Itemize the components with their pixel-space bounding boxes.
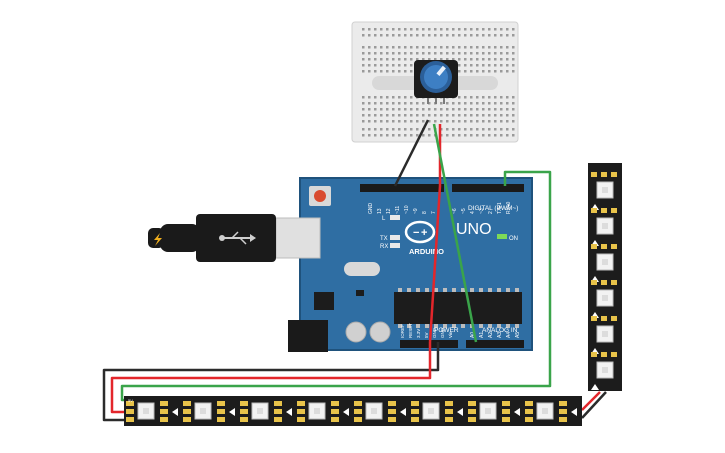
power-pin-label: RESET <box>408 323 413 338</box>
analog-header <box>466 340 524 348</box>
wires <box>102 119 607 422</box>
analog-header-label: ANALOG IN <box>482 327 518 334</box>
power-pin-label: GND <box>432 327 437 338</box>
digital-pin-label: TX▸1 <box>497 202 503 214</box>
wire-strip-link-red[interactable] <box>581 391 601 411</box>
arduino-model: UNO <box>456 221 492 238</box>
microcontroller-chip <box>394 292 522 324</box>
capacitor-1 <box>345 321 367 343</box>
reset-button[interactable] <box>314 190 326 202</box>
digital-header-label: DIGITAL (PWM~) <box>468 205 518 212</box>
digital-pin-label: 4 <box>470 211 476 214</box>
led-strip-horizontal[interactable]: 5V <box>124 396 582 426</box>
led-rx <box>390 243 400 248</box>
digital-header-right <box>452 184 524 192</box>
svg-text:−: − <box>413 227 419 239</box>
lightning-icon <box>154 233 162 246</box>
digital-pin-label: ~3 <box>479 208 485 214</box>
analog-pin-label: A1 <box>479 332 485 338</box>
analog-pin-label: A5 <box>515 332 521 338</box>
led-tx-label: TX <box>380 236 388 242</box>
power-pin-label: 5V <box>424 332 429 338</box>
wire-black-gnd[interactable] <box>102 342 440 422</box>
analog-pin-label: A3 <box>497 332 503 338</box>
power-pin-label: Vin <box>448 331 453 338</box>
voltage-regulator <box>314 292 334 310</box>
digital-pin-label: RX◂0 <box>506 202 512 214</box>
digital-pin-label: ~10 <box>404 205 410 214</box>
digital-pin-label: 13 <box>377 208 383 214</box>
led-strip-vertical[interactable] <box>588 163 622 391</box>
digital-pin-label: ~9 <box>413 208 419 214</box>
power-pin-label: 3.3V <box>416 329 421 338</box>
wire-green-pin2[interactable] <box>120 170 552 402</box>
digital-pin-label: 7 <box>431 211 437 214</box>
on-led <box>497 234 507 239</box>
power-jack[interactable] <box>288 320 328 352</box>
power-pin-label: IOREF <box>400 324 405 338</box>
potentiometer[interactable] <box>414 60 458 104</box>
analog-pin-label: A0 <box>470 332 476 338</box>
digital-pin-label: GND <box>368 203 374 215</box>
analog-pin-label: A2 <box>488 332 494 338</box>
wire-black-pot[interactable] <box>393 119 430 187</box>
digital-pin-label: ~6 <box>452 208 458 214</box>
digital-header-left <box>360 184 444 192</box>
usb-icon <box>219 231 256 245</box>
wire-strip-link-black[interactable] <box>581 391 607 419</box>
digital-pin-label: 2 <box>488 211 494 214</box>
power-header-label: POWER <box>434 327 459 334</box>
digital-pin-label: 12 <box>386 208 392 214</box>
led-rx-label: RX <box>380 244 388 250</box>
wire-red-5v[interactable] <box>110 342 432 414</box>
arduino-logo-icon <box>404 220 436 244</box>
usb-port <box>275 217 321 259</box>
wire-green-pot[interactable] <box>432 123 478 343</box>
wire-red-pot[interactable] <box>428 124 442 343</box>
led-l <box>390 215 400 220</box>
arduino-brand: ARDUINO <box>409 247 444 256</box>
capacitor-2 <box>369 321 391 343</box>
digital-pin-label: 8 <box>422 211 428 214</box>
on-label: ON <box>509 236 518 242</box>
digital-pin-label: ~5 <box>461 208 467 214</box>
svg-text:+: + <box>421 227 427 239</box>
analog-pin-label: A4 <box>506 332 512 338</box>
strip-pad-label: 5V <box>128 398 133 403</box>
led-tx <box>390 235 400 240</box>
crystal <box>344 262 380 276</box>
usb-cable[interactable] <box>148 214 321 262</box>
power-pin-label: GND <box>440 327 445 338</box>
led-l-label: L <box>382 216 386 222</box>
digital-pin-label: ~11 <box>395 206 401 214</box>
